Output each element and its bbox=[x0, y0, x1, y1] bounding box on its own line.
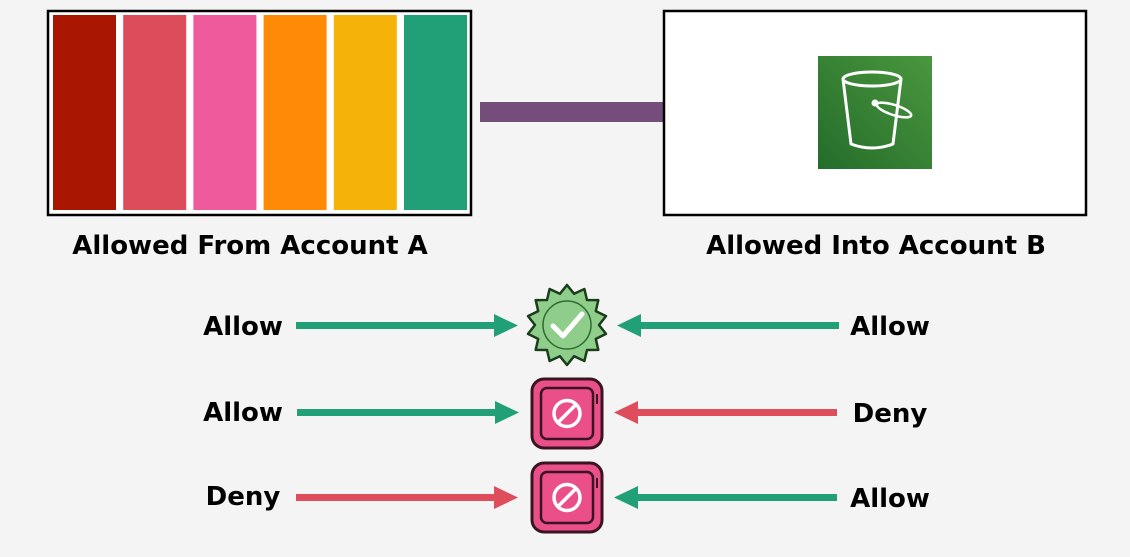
left-arrow-head bbox=[495, 401, 519, 424]
right-arrow-shaft bbox=[634, 409, 837, 416]
permission-strip bbox=[333, 15, 397, 210]
row-left-label: Deny bbox=[206, 482, 281, 512]
deny-badge-icon bbox=[530, 377, 604, 450]
evaluation-row: Allow Deny bbox=[203, 377, 928, 450]
row-left-label: Allow bbox=[203, 312, 283, 342]
account-a-box bbox=[46, 9, 473, 217]
permission-strip bbox=[263, 15, 327, 210]
right-arrow-head bbox=[614, 401, 638, 424]
account-b: Allowed Into Account B bbox=[662, 9, 1088, 261]
right-arrow-head bbox=[614, 486, 638, 509]
row-right-label: Allow bbox=[850, 312, 930, 342]
deny-badge-icon bbox=[530, 461, 604, 534]
left-arrow-head bbox=[494, 486, 518, 509]
left-arrow-shaft bbox=[296, 494, 498, 501]
right-arrow-shaft bbox=[634, 494, 837, 501]
right-arrow-shaft bbox=[637, 322, 839, 329]
permission-strips bbox=[53, 15, 467, 210]
row-left-label: Allow bbox=[203, 398, 283, 428]
left-arrow-shaft bbox=[297, 409, 499, 416]
evaluation-row: Allow Allow bbox=[203, 283, 930, 367]
row-right-label: Deny bbox=[853, 399, 928, 429]
permission-strip bbox=[123, 15, 187, 210]
s3-bucket-icon bbox=[818, 56, 932, 169]
permission-strip bbox=[404, 15, 467, 210]
right-arrow-head bbox=[617, 314, 641, 337]
account-a-label: Allowed From Account A bbox=[72, 231, 427, 261]
left-arrow-shaft bbox=[296, 322, 498, 329]
permission-strip bbox=[53, 15, 116, 210]
account-b-label: Allowed Into Account B bbox=[706, 231, 1046, 261]
check-badge-icon bbox=[526, 283, 608, 367]
row-right-label: Allow bbox=[850, 484, 930, 514]
evaluation-row: Deny Allow bbox=[206, 461, 930, 534]
account-a: Allowed From Account A bbox=[46, 9, 473, 261]
permission-strip bbox=[193, 15, 257, 210]
left-arrow-head bbox=[494, 314, 518, 337]
